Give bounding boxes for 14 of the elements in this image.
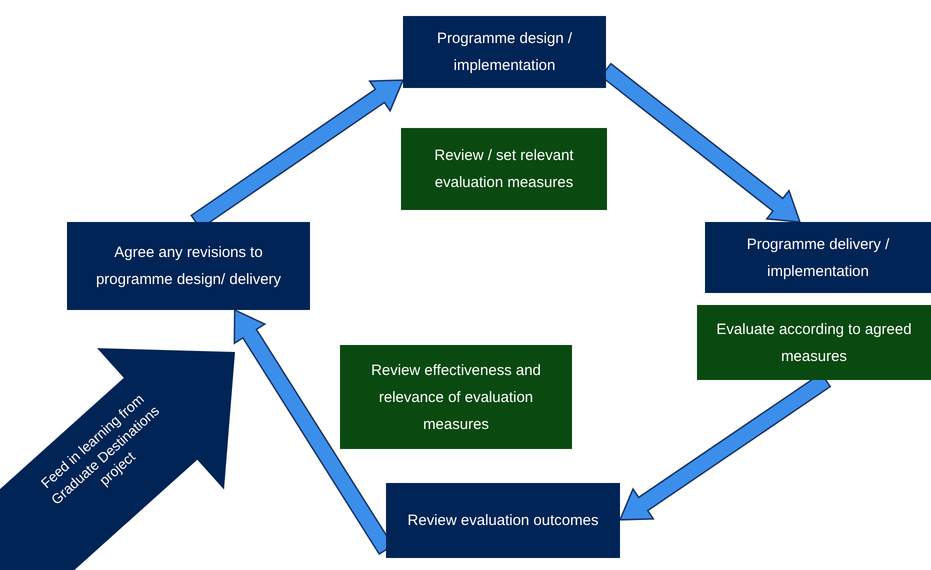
- box-text: Review evaluation outcomes: [408, 511, 598, 531]
- evaluation-box: [401, 128, 607, 210]
- box-text: Review effectiveness and relevance of evaluation measures: [370, 360, 542, 434]
- process-box: [403, 16, 606, 88]
- box-text: Agree any revisions to programme design/ delivery: [94, 243, 282, 290]
- process-box: [705, 222, 931, 293]
- evaluation-box: [697, 305, 931, 380]
- process-box: [67, 222, 310, 310]
- box-text: Evaluate according to agreed measures: [715, 320, 913, 366]
- box-text: Programme delivery / implementation: [746, 234, 890, 282]
- box-text: Review / set relevant evaluation measures: [433, 146, 575, 193]
- evaluation-box: [340, 345, 572, 449]
- box-text: Programme design / implementation: [436, 29, 574, 76]
- process-box: [386, 483, 620, 558]
